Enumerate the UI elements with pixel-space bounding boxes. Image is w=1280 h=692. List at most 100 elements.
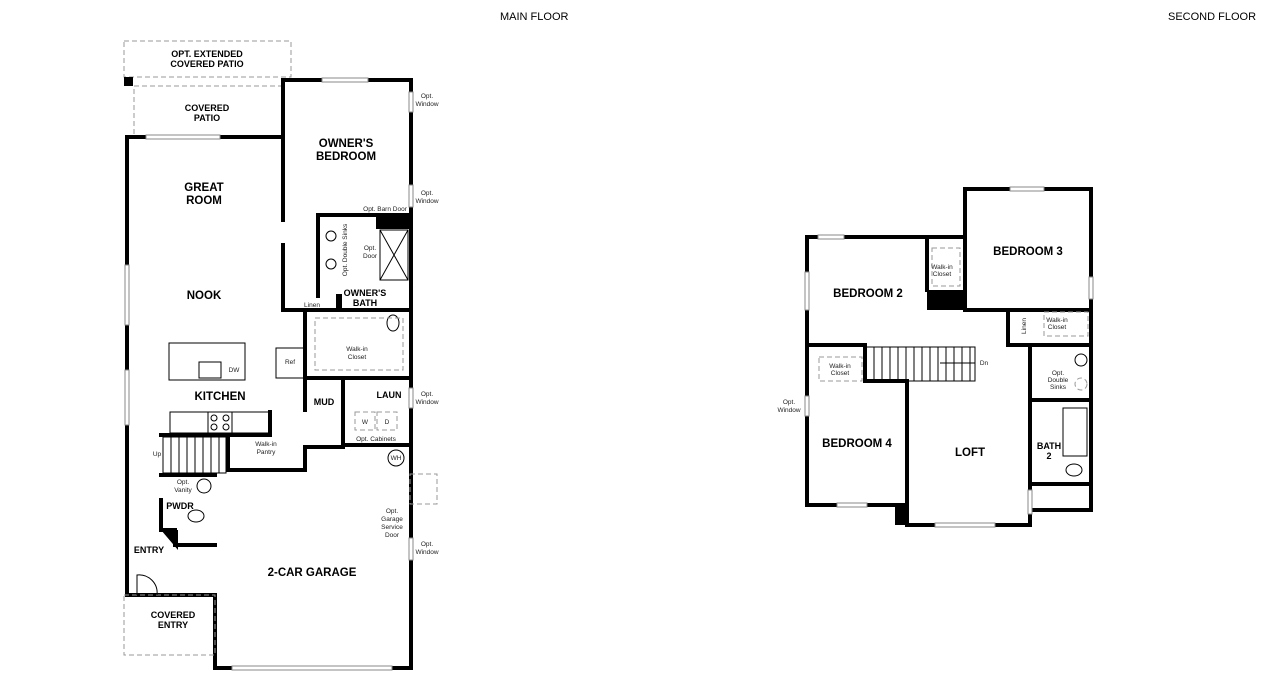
note: Linen — [304, 302, 320, 309]
note: Double — [1048, 377, 1069, 384]
note: Linen — [1021, 318, 1028, 334]
note: Garage — [381, 516, 403, 523]
note: Door — [385, 532, 400, 539]
note: Closet — [348, 354, 367, 361]
wall-block — [161, 530, 178, 550]
room-label: PATIO — [194, 113, 220, 123]
window — [817, 234, 845, 240]
room-label: GREAT — [184, 182, 223, 194]
note: Opt. — [386, 508, 398, 515]
room-label: NOOK — [187, 290, 222, 302]
note: Opt. — [783, 399, 795, 406]
staircase — [162, 436, 227, 474]
note: Closet — [831, 370, 850, 377]
note: Window — [777, 407, 800, 414]
window — [804, 271, 810, 311]
bathtub — [1062, 407, 1088, 457]
room-label: OPT. EXTENDED — [171, 49, 243, 59]
wall — [125, 78, 413, 670]
main-floor-title: MAIN FLOOR — [500, 11, 569, 23]
room-label: 2 — [1046, 451, 1051, 461]
burner — [222, 423, 230, 431]
note: Ref — [285, 359, 295, 366]
closet-shelf — [931, 247, 961, 287]
room-label: COVERED — [185, 103, 230, 113]
room-label: COVERED — [151, 610, 196, 620]
note: Opt. — [1052, 370, 1064, 377]
kitchen-island — [168, 342, 246, 381]
svg-text:Window: Window — [415, 101, 438, 108]
closet-shelf — [1043, 311, 1089, 337]
room-label: ROOM — [186, 195, 222, 207]
room-label: 2-CAR GARAGE — [268, 567, 357, 579]
vanity-sink — [196, 478, 212, 494]
room-label: BEDROOM 2 — [833, 288, 903, 300]
note: Opt. Barn Door — [363, 206, 408, 213]
ref-space — [275, 347, 305, 379]
svg-text:Opt.: Opt. — [421, 541, 433, 548]
svg-text:Opt.: Opt. — [421, 391, 433, 398]
wall — [125, 593, 413, 670]
kitchen-sink — [198, 361, 222, 379]
toilet — [1065, 463, 1083, 477]
toilet — [386, 314, 400, 332]
opt-window — [408, 184, 414, 208]
room-label: BEDROOM 4 — [822, 438, 892, 450]
wall-block — [895, 505, 907, 525]
room-label: BEDROOM — [316, 151, 376, 163]
window — [124, 369, 130, 426]
room-label: OWNER'S — [319, 138, 374, 150]
room-label: LAUN — [377, 390, 402, 400]
note: Service — [381, 524, 403, 531]
note: Closet — [1048, 324, 1067, 331]
room-label: ENTRY — [158, 620, 188, 630]
room-label: OWNER'S — [344, 288, 387, 298]
note: Walk-in — [255, 441, 277, 448]
cooktop — [207, 411, 233, 434]
opt-window — [408, 537, 414, 561]
dryer — [376, 411, 398, 431]
room-label: LOFT — [955, 447, 985, 459]
window — [934, 522, 996, 528]
room-label: MUD — [314, 397, 335, 407]
opt-extended-patio-outline — [123, 40, 292, 78]
note: Up — [153, 451, 162, 458]
note: Walk-in — [931, 264, 953, 271]
note: WH — [391, 455, 402, 462]
window — [836, 502, 868, 508]
washer — [354, 411, 376, 431]
opt-garage-door-outline — [409, 473, 438, 505]
column — [124, 77, 133, 86]
note: D — [385, 419, 390, 426]
counter — [169, 411, 271, 434]
wall — [281, 78, 413, 312]
room-label: BATH — [1037, 441, 1061, 451]
note: Door — [363, 253, 378, 260]
svg-text:Window: Window — [415, 198, 438, 205]
second-floor-title: SECOND FLOOR — [1168, 11, 1256, 23]
note: Walk-in — [1046, 317, 1068, 324]
closet-shelf — [314, 317, 404, 371]
sink — [325, 258, 337, 270]
note: Walk-in — [829, 363, 851, 370]
burner — [222, 414, 230, 422]
wall — [805, 187, 1093, 527]
note: W — [362, 419, 369, 426]
sink — [325, 230, 337, 242]
note: Walk-in — [346, 346, 368, 353]
note: Opt. Double Sinks — [342, 223, 349, 276]
opt-sink — [1074, 377, 1088, 391]
water-heater — [387, 449, 405, 467]
main-floor-plan: OPT. EXTENDED COVERED PATIO COVERED PATI… — [123, 40, 439, 671]
shower — [379, 229, 409, 281]
burner — [210, 423, 218, 431]
note: Opt. — [177, 479, 189, 486]
room-label: BATH — [353, 298, 377, 308]
wall — [159, 376, 413, 472]
svg-text:Opt.: Opt. — [421, 190, 433, 197]
sink — [1074, 353, 1088, 367]
opt-window — [804, 395, 810, 417]
svg-text:Window: Window — [415, 549, 438, 556]
window — [1027, 489, 1033, 515]
